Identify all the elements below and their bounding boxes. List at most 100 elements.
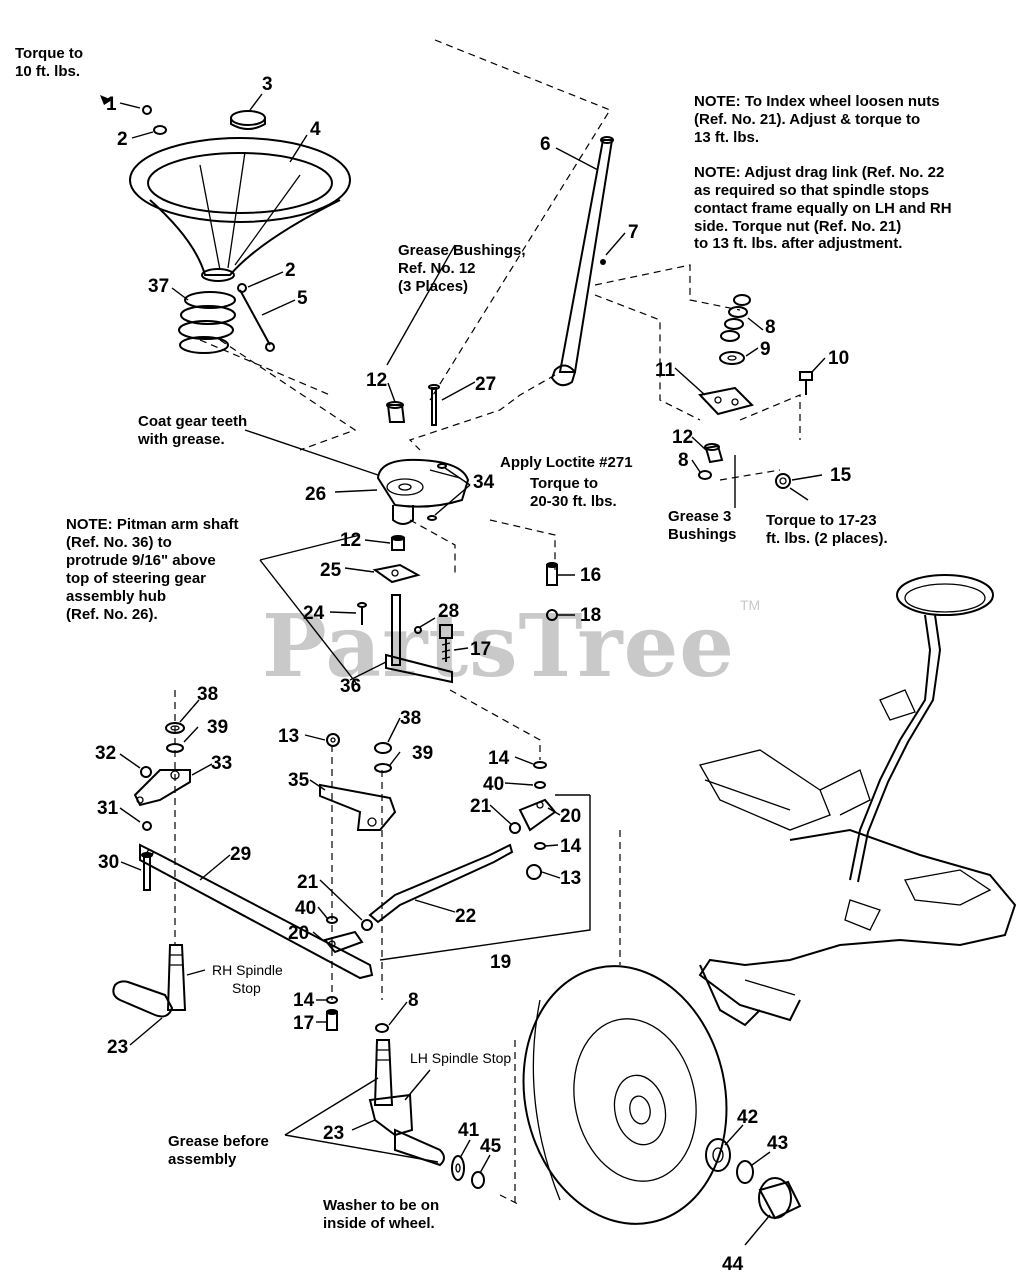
note-torque-17-23: Torque to 17-23 ft. lbs. (2 places).: [766, 512, 888, 547]
arrow-torque-10: [100, 95, 112, 105]
callout-43: 43: [767, 1133, 788, 1154]
callout-40: 40: [483, 774, 504, 795]
callout-21: 21: [470, 796, 492, 817]
spindle-23-left: [368, 1039, 445, 1167]
callout-20: 20: [288, 923, 309, 944]
nut-13-top: [326, 733, 340, 747]
washer-41: [451, 1155, 465, 1181]
note-drag-line3: contact frame equally on LH and RH: [694, 200, 952, 217]
note-pitman-line1: NOTE: Pitman arm shaft: [66, 516, 239, 533]
callout-9: 9: [760, 339, 771, 360]
note-g3-line2: Bushings: [668, 526, 736, 543]
bolt-30: [141, 852, 153, 891]
callout-38: 38: [400, 708, 421, 729]
callout-32: 32: [95, 743, 116, 764]
snap-ring-43: [736, 1160, 754, 1184]
callout-12: 12: [340, 530, 361, 551]
note-drag-line1: NOTE: Adjust drag link (Ref. No. 22: [694, 164, 944, 181]
note-coat-line2: with grease.: [137, 431, 225, 448]
steering-arm-20-mid: [323, 930, 364, 954]
tie-rod-29: [139, 843, 374, 980]
washer-9: [719, 351, 745, 365]
callout-numbers: 1 2 3 4 2 5 37 6 7 8 9 10 11 12 8 15 12 …: [95, 74, 852, 1275]
callout-22: 22: [455, 906, 476, 927]
callout-19: 19: [490, 952, 511, 973]
note-torque-10-line2: 10 ft. lbs.: [15, 63, 80, 80]
callout-31: 31: [97, 798, 119, 819]
pin-28: [414, 626, 422, 634]
callout-8: 8: [408, 990, 419, 1011]
note-washer-line2: inside of wheel.: [323, 1215, 435, 1232]
bushing-12-top: [386, 401, 406, 423]
bracket-33: [133, 769, 191, 807]
washer-8-low: [375, 1023, 389, 1033]
callout-4: 4: [310, 119, 321, 140]
callout-23: 23: [323, 1123, 344, 1144]
note-index-line3: 13 ft. lbs.: [694, 129, 759, 146]
spring-38-mid: [374, 742, 392, 754]
callout-36: 36: [340, 676, 361, 697]
callout-33: 33: [211, 753, 232, 774]
steering-cap: [230, 110, 266, 130]
note-g3-line1: Grease 3: [668, 508, 731, 525]
note-loctite: Apply Loctite #271: [500, 454, 633, 471]
callout-41: 41: [458, 1120, 480, 1141]
bolt-10: [799, 371, 813, 395]
note-coat-gear: Coat gear teeth with grease.: [137, 413, 247, 448]
front-wheel: [522, 965, 728, 1225]
callout-25: 25: [320, 560, 342, 581]
nut-21-top: [509, 822, 521, 834]
callout-40: 40: [295, 898, 316, 919]
nut-15: [775, 473, 791, 489]
callout-17: 17: [293, 1013, 314, 1034]
callout-12: 12: [672, 427, 693, 448]
note-grease-before: Grease before assembly: [168, 1133, 269, 1168]
note-t2030-line2: 20-30 ft. lbs.: [530, 493, 617, 510]
pivot-bar-35: [319, 783, 397, 831]
bearing-42: [705, 1138, 731, 1172]
bolt-17: [439, 624, 453, 662]
callout-2: 2: [285, 260, 296, 281]
note-pitman-line4: top of steering gear: [66, 570, 206, 587]
bolt-5: [237, 283, 275, 352]
callout-10: 10: [828, 348, 849, 369]
spindle-23-right: [112, 944, 187, 1018]
nut-31: [142, 821, 152, 831]
callout-27: 27: [475, 374, 496, 395]
bushing-12-mid: [391, 535, 405, 551]
note-washer-line1: Washer to be on: [323, 1197, 439, 1214]
nut-21-mid: [361, 919, 373, 931]
note-washer: Washer to be on inside of wheel.: [323, 1197, 439, 1232]
note-index-line2: (Ref. No. 21). Adjust & torque to: [694, 111, 920, 128]
steering-boot: [178, 291, 236, 354]
nut-18: [546, 609, 558, 621]
callout-14: 14: [488, 748, 510, 769]
callout-34: 34: [473, 472, 495, 493]
bushing-12-right: [704, 443, 724, 464]
washer-39-left: [166, 743, 184, 753]
note-index-line1: NOTE: To Index wheel loosen nuts: [694, 93, 940, 110]
steering-wheel: [129, 137, 351, 282]
note-gb-line1: Grease before: [168, 1133, 269, 1150]
steering-gear-26: [376, 458, 470, 525]
bolt-27: [428, 384, 440, 426]
note-drag-line4: side. Torque nut (Ref. No. 21): [694, 218, 901, 235]
callout-13: 13: [560, 868, 581, 889]
callout-11: 11: [655, 360, 676, 381]
note-drag-link: NOTE: Adjust drag link (Ref. No. 22 as r…: [694, 164, 952, 252]
spring-38-left: [165, 722, 185, 734]
washer-40-mid: [326, 916, 338, 924]
leader-lines: [119, 93, 826, 1246]
pitman-arm-36: [385, 594, 453, 684]
steering-shaft: [550, 136, 614, 387]
note-gb-line2: assembly: [168, 1151, 237, 1168]
callout-14: 14: [560, 836, 582, 857]
nut-1: [142, 105, 152, 115]
washers-8: [720, 294, 751, 342]
callout-21: 21: [297, 872, 319, 893]
callout-3: 3: [262, 74, 273, 95]
callout-35: 35: [288, 770, 310, 791]
note-drag-line2: as required so that spindle stops: [694, 182, 929, 199]
callout-39: 39: [412, 743, 433, 764]
